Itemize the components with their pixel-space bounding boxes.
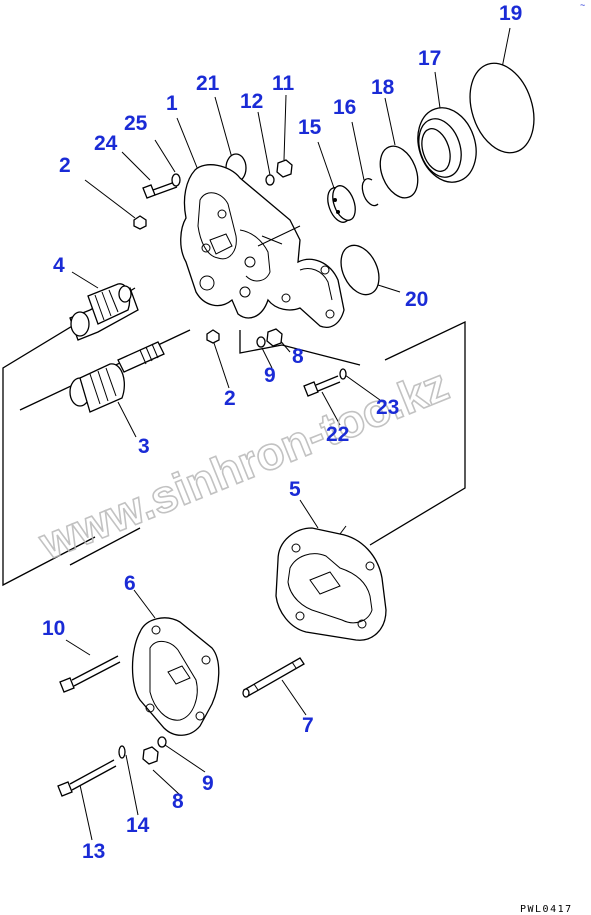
label-13: 13	[82, 840, 105, 863]
label-1: 1	[166, 92, 178, 115]
o-ring-18	[379, 145, 419, 199]
gear-4	[69, 283, 139, 341]
washer-12	[265, 174, 275, 186]
plug-2-lower	[206, 329, 220, 344]
washer-9-upper	[256, 336, 266, 348]
o-ring-19	[469, 62, 535, 154]
plug-2-upper	[133, 215, 147, 230]
label-18: 18	[371, 76, 395, 99]
label-9-upper: 9	[264, 364, 276, 387]
washer-9-lower	[157, 736, 167, 748]
label-19: 19	[499, 2, 522, 25]
corner-mark: ~	[580, 0, 585, 10]
label-22: 22	[326, 423, 349, 446]
oil-seal-17	[417, 107, 477, 183]
label-17: 17	[418, 47, 441, 70]
label-9-lower: 9	[202, 772, 214, 795]
label-6: 6	[124, 572, 136, 595]
label-7: 7	[302, 714, 314, 737]
stud-7	[242, 657, 305, 698]
label-4: 4	[53, 254, 65, 277]
cover-6	[131, 617, 220, 736]
label-20: 20	[405, 288, 428, 311]
label-8-lower: 8	[172, 790, 184, 813]
assembly-guide-lines	[2, 287, 466, 587]
nut-11	[276, 159, 293, 178]
label-16: 16	[333, 96, 356, 119]
nut-8-lower	[142, 746, 159, 765]
label-15: 15	[298, 116, 322, 139]
label-5: 5	[289, 478, 301, 501]
washer-25	[171, 173, 181, 187]
nut-8-upper	[266, 328, 283, 347]
label-23: 23	[376, 396, 399, 419]
washer-23	[339, 368, 347, 380]
snap-ring-16	[361, 178, 379, 207]
drawing-code: PWL0417	[520, 904, 573, 915]
label-10: 10	[42, 617, 65, 640]
bolt-13	[57, 759, 117, 797]
bearing-15	[327, 185, 356, 223]
washer-14	[118, 745, 126, 759]
gear-3	[69, 341, 165, 413]
label-11: 11	[272, 72, 295, 95]
label-12: 12	[240, 90, 263, 113]
label-3: 3	[138, 435, 150, 458]
gear-case-1	[180, 164, 345, 328]
o-ring-20	[340, 244, 380, 296]
bolt-10	[59, 655, 121, 693]
label-24: 24	[94, 132, 118, 155]
label-21: 21	[196, 72, 220, 95]
bolt-24	[142, 181, 178, 199]
label-2-lower: 2	[224, 387, 236, 410]
label-8-upper: 8	[292, 345, 304, 368]
part-number-labels: 19 17 18 16 15 21 12 11 1 25 24 2 4 20 8…	[42, 2, 522, 863]
housing-5	[275, 525, 387, 641]
label-25: 25	[124, 112, 148, 135]
bolt-22	[303, 375, 341, 397]
label-2-upper: 2	[59, 154, 71, 177]
label-14: 14	[126, 814, 150, 837]
